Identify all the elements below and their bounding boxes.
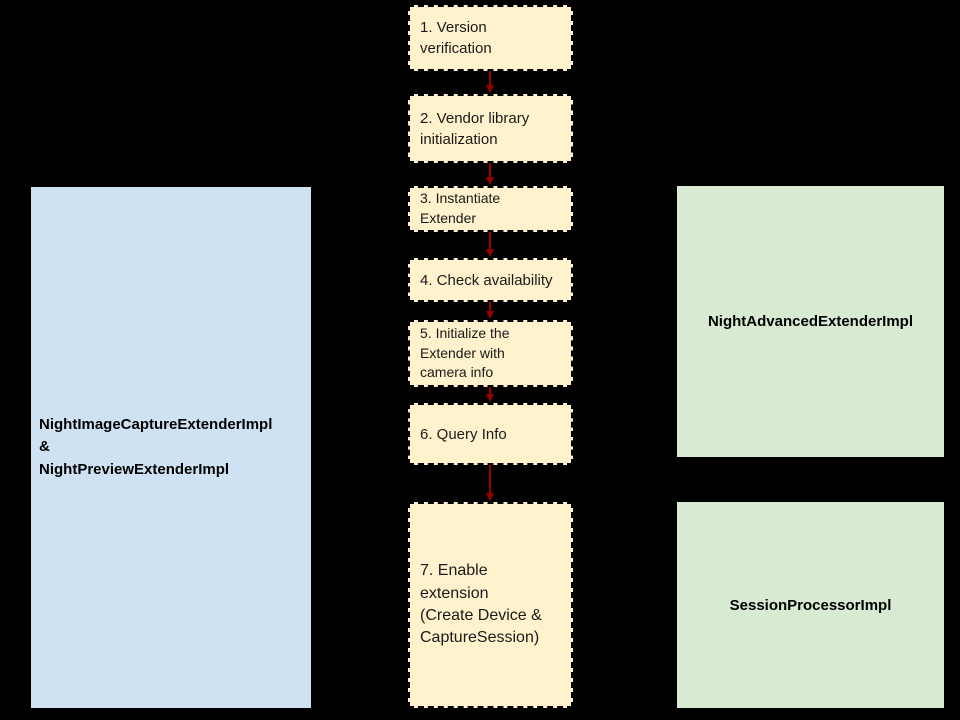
- flow-step-query-info: 6. Query Info: [408, 403, 573, 465]
- arrow-down-icon-2: [485, 163, 495, 185]
- flow-step-7-label: 7. Enable extension (Create Device & Cap…: [420, 562, 542, 647]
- flow-step-1-label: 1. Version verification: [420, 19, 492, 57]
- flow-step-2-label: 2. Vendor library initialization: [420, 109, 530, 148]
- session-processor-impl-label: SessionProcessorImpl: [729, 596, 892, 614]
- night-advanced-extender-impl-box: NightAdvancedExtenderImpl: [677, 186, 944, 457]
- flow-step-instantiate-extender: 3. Instantiate Extender: [408, 186, 573, 232]
- arrow-down-icon-3: [485, 232, 495, 257]
- flow-step-check-availability: 4. Check availability: [408, 258, 573, 302]
- arrow-down-icon-5: [485, 387, 495, 402]
- arrow-down-icon-1: [485, 71, 495, 93]
- flow-step-6-label: 6. Query Info: [420, 425, 507, 443]
- flow-step-5-label: 5. Initialize the Extender with camera i…: [420, 325, 510, 381]
- flow-step-3-label: 3. Instantiate Extender: [420, 190, 501, 226]
- flow-step-version-verification: 1. Version verification: [408, 5, 573, 71]
- night-image-preview-extender-impl-label: NightImageCaptureExtenderImpl & NightPre…: [39, 415, 273, 478]
- night-advanced-extender-impl-label: NightAdvancedExtenderImpl: [707, 313, 914, 330]
- flow-step-enable-extension: 7. Enable extension (Create Device & Cap…: [408, 502, 573, 708]
- arrow-down-icon-6: [485, 465, 495, 501]
- session-processor-impl-box: SessionProcessorImpl: [677, 502, 944, 708]
- flow-step-vendor-library-initialization: 2. Vendor library initialization: [408, 94, 573, 163]
- flow-step-4-label: 4. Check availability: [420, 271, 553, 289]
- flow-step-initialize-extender: 5. Initialize the Extender with camera i…: [408, 320, 573, 387]
- night-image-preview-extender-impl-box: NightImageCaptureExtenderImpl & NightPre…: [31, 187, 311, 708]
- arrow-down-icon-4: [485, 302, 495, 319]
